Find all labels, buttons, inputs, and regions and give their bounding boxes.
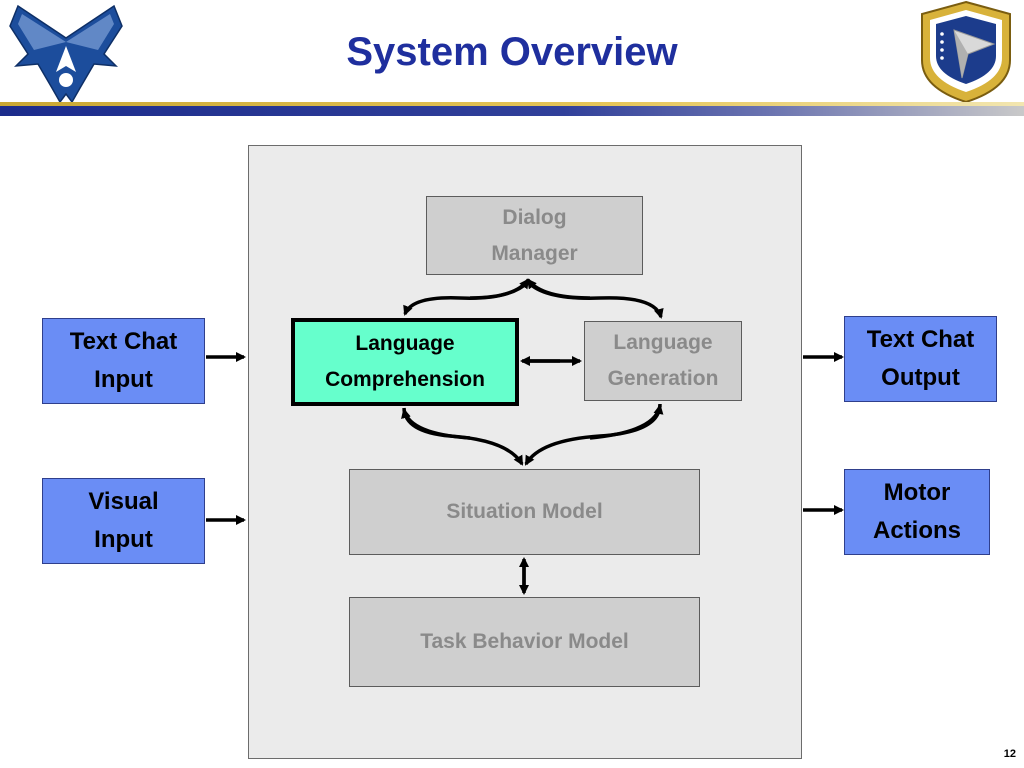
language-generation-label-line1: Language	[613, 331, 713, 355]
header-rule-blue	[0, 106, 1024, 116]
language-generation-label-line2: Generation	[607, 367, 719, 390]
dialog-manager-label-line1: Dialog	[502, 205, 567, 229]
text-chat-input-box: Text Chat Input	[42, 318, 205, 404]
visual-input-box: Visual Input	[42, 478, 205, 564]
dialog-manager-label-line2: Manager	[491, 241, 578, 265]
text-chat-output-label-line2: Output	[881, 364, 960, 391]
situation-to-comprehension-arrow	[401, 408, 471, 440]
header-rule-gold	[0, 102, 1024, 106]
situation-to-generation-arrow	[589, 404, 664, 440]
page-number: 12	[1003, 748, 1016, 760]
dialog-to-generation-arrow	[526, 280, 664, 319]
generation-to-situation-arrow	[524, 403, 662, 466]
text-chat-input-label-line1: Text Chat	[69, 327, 178, 355]
comprehension-to-dialog-arrow	[469, 278, 530, 300]
text-chat-output-box: Text Chat Output	[844, 316, 997, 402]
text-chat-output-label-line1: Text Chat	[866, 325, 975, 353]
page-title: System Overview	[346, 30, 678, 74]
motor-actions-box: Motor Actions	[844, 469, 990, 555]
task-behavior-model-label: Task Behavior Model	[420, 630, 629, 654]
text-chat-input-label-line2: Input	[94, 366, 153, 393]
dialog-manager-box: Dialog Manager	[426, 196, 643, 275]
air-force-wings-icon	[8, 2, 124, 104]
visual-input-label-line1: Visual	[88, 487, 159, 515]
visual-input-label-line2: Input	[94, 526, 153, 553]
motor-actions-label-line1: Motor	[883, 478, 951, 506]
language-comprehension-label-line2: Comprehension	[325, 368, 485, 391]
situation-model-box: Situation Model	[349, 469, 700, 555]
situation-model-label: Situation Model	[446, 500, 603, 524]
language-comprehension-box: Language Comprehension	[291, 318, 519, 406]
dialog-to-comprehension-arrow	[403, 280, 530, 316]
motor-actions-label-line2: Actions	[872, 517, 961, 544]
language-comprehension-label-line1: Language	[355, 332, 455, 356]
task-behavior-model-box: Task Behavior Model	[349, 597, 700, 687]
generation-to-dialog-arrow	[526, 278, 591, 300]
language-generation-box: Language Generation	[584, 321, 742, 401]
